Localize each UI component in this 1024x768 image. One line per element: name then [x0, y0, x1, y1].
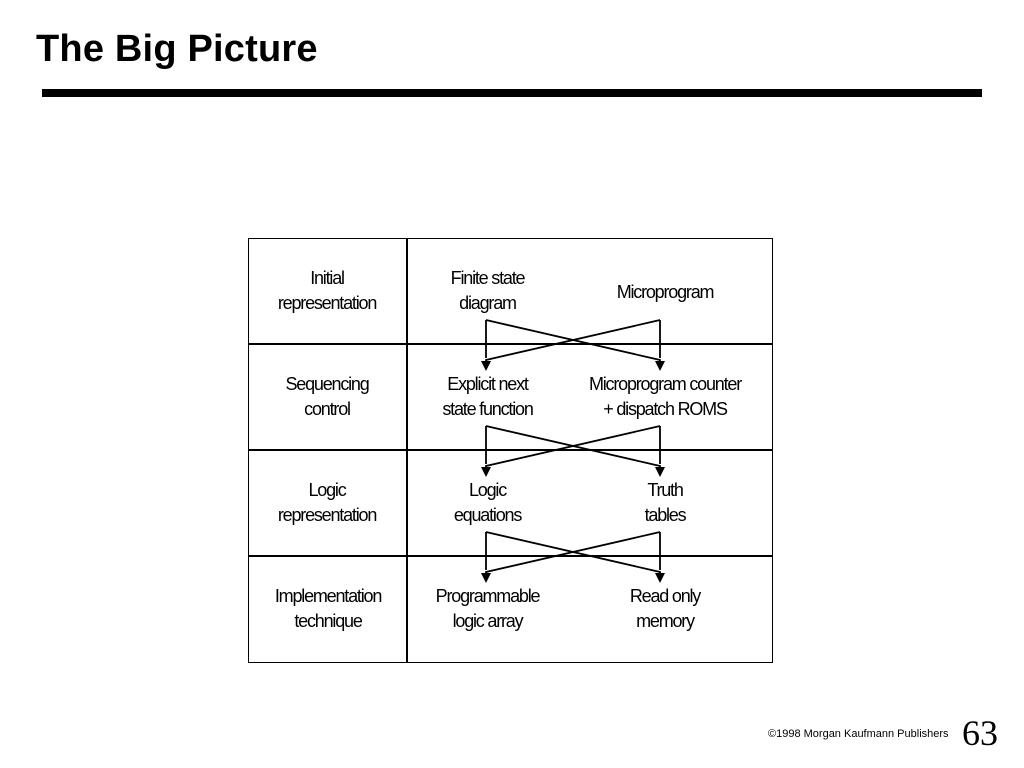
- arrow-truth-tables-to-programmable-logic-array: [486, 531, 661, 578]
- cell-read-only-memory: Read only memory: [629, 586, 701, 631]
- row-divider-1: [248, 343, 773, 345]
- column-divider: [406, 238, 408, 663]
- cell-microprogram: Microprogram: [616, 282, 715, 302]
- slide-title: The Big Picture: [36, 28, 318, 70]
- copyright-footer: ©1998 Morgan Kaufmann Publishers: [768, 728, 949, 740]
- row-label-initial-representation: Initial representation: [277, 268, 377, 313]
- row-divider-2: [248, 449, 773, 451]
- cell-truth-tables: Truth tables: [644, 480, 687, 525]
- title-rule: [42, 89, 982, 97]
- design-flow-table: [248, 238, 773, 663]
- arrow-microprogram-counter-to-logic-equations: [486, 425, 661, 472]
- row-label-sequencing-control: Sequencing control: [285, 374, 369, 419]
- cell-microprogram-counter: Microprogram counter + dispatch ROMS: [588, 374, 742, 419]
- row-label-logic-representation: Logic representation: [277, 480, 377, 525]
- cell-programmable-logic-array: Programmable logic array: [435, 586, 541, 631]
- arrow-explicit-next-to-truth-tables: [485, 425, 660, 472]
- row-label-implementation-technique: Implementation technique: [274, 586, 382, 631]
- cell-explicit-next-state-function: Explicit next state function: [442, 374, 533, 419]
- cell-logic-equations: Logic equations: [453, 480, 522, 525]
- arrow-logic-equations-to-read-only-memory: [485, 531, 660, 578]
- page-number: 63: [962, 713, 998, 753]
- cell-finite-state-diagram: Finite state diagram: [450, 268, 526, 313]
- row-divider-3: [248, 555, 773, 557]
- arrow-finite-state-to-microprogram-counter: [485, 319, 660, 366]
- arrow-microprogram-to-explicit-next: [486, 319, 661, 366]
